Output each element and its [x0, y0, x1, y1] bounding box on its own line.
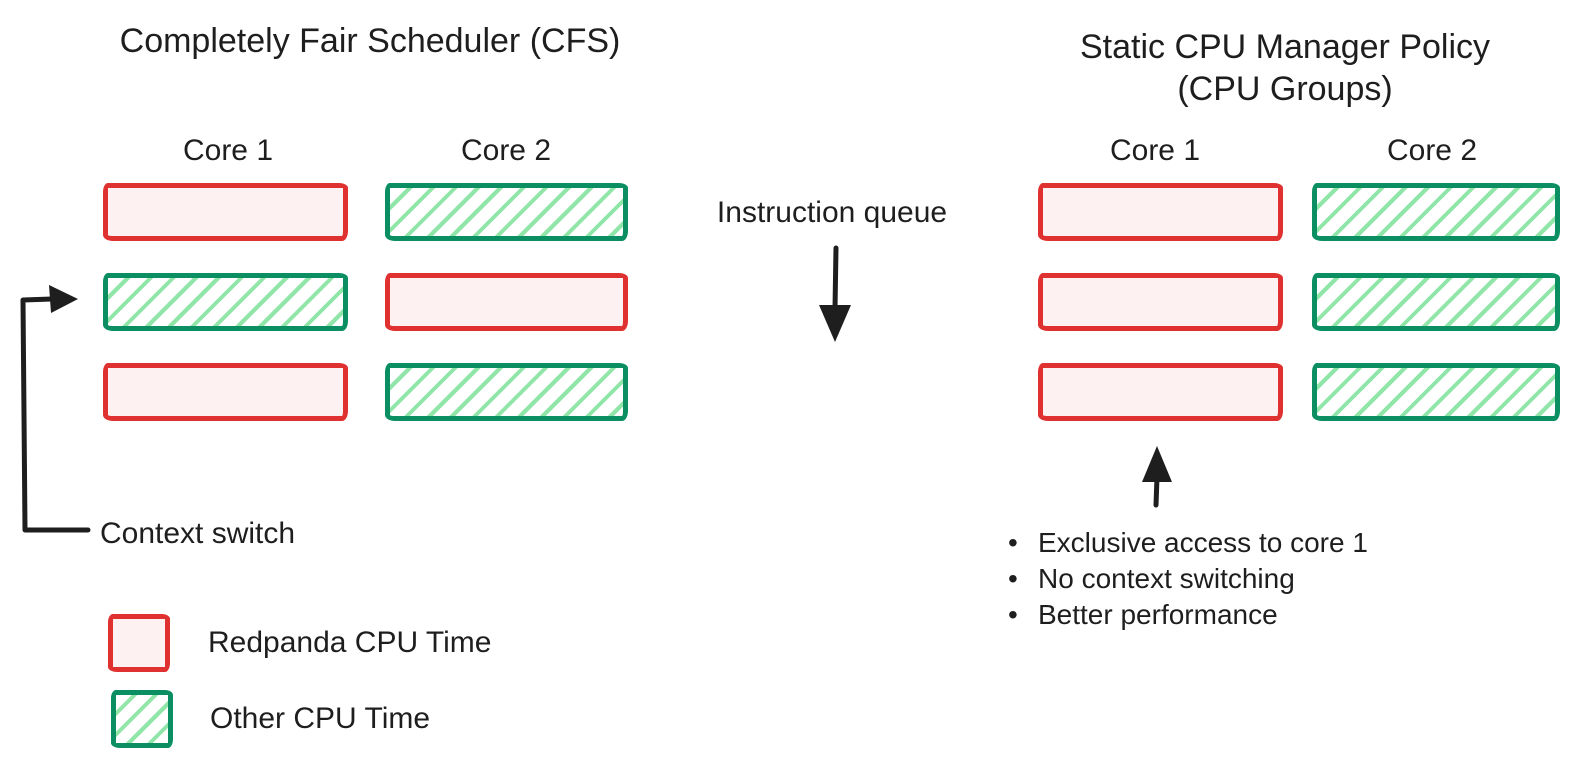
exclusive-access-arrow — [1142, 446, 1172, 508]
cfs-core1-column — [103, 183, 348, 421]
bullet-icon — [1008, 597, 1038, 633]
other-cpu-time-slot — [385, 183, 628, 241]
redpanda-cpu-time-slot — [103, 363, 348, 421]
cfs-core2-label: Core 2 — [460, 134, 552, 167]
other-swatch-icon — [111, 690, 173, 748]
redpanda-cpu-time-slot — [103, 183, 348, 241]
static-policy-title: Static CPU Manager Policy (CPU Groups) — [1035, 26, 1535, 110]
instruction-queue-arrow — [819, 245, 851, 342]
context-switch-arrow — [20, 285, 91, 533]
other-cpu-time-slot — [1312, 363, 1560, 421]
legend-redpanda-label: Redpanda CPU Time — [208, 626, 492, 659]
redpanda-cpu-time-slot — [385, 273, 628, 331]
benefit-text: Better performance — [1038, 599, 1278, 630]
redpanda-swatch-icon — [108, 614, 170, 672]
list-item: Exclusive access to core 1 — [1008, 525, 1488, 561]
static-core1-label: Core 1 — [1109, 134, 1201, 167]
redpanda-cpu-time-slot — [1038, 363, 1283, 421]
instruction-queue-label: Instruction queue — [716, 196, 948, 229]
bullet-icon — [1008, 525, 1038, 561]
list-item: No context switching — [1008, 561, 1488, 597]
benefit-text: Exclusive access to core 1 — [1038, 527, 1368, 558]
redpanda-cpu-time-slot — [1038, 183, 1283, 241]
list-item: Better performance — [1008, 597, 1488, 633]
static-core2-label: Core 2 — [1386, 134, 1478, 167]
static-policy-title-line1: Static CPU Manager Policy — [1079, 28, 1491, 66]
other-cpu-time-slot — [1312, 273, 1560, 331]
legend-item-redpanda: Redpanda CPU Time — [108, 614, 491, 672]
cfs-core1-label: Core 1 — [182, 134, 274, 167]
bullet-icon — [1008, 561, 1038, 597]
legend-item-other: Other CPU Time — [111, 690, 430, 748]
benefit-text: No context switching — [1038, 563, 1295, 594]
static-policy-benefits-list: Exclusive access to core 1 No context sw… — [1008, 525, 1488, 633]
context-switch-label: Context switch — [100, 517, 296, 550]
cfs-title: Completely Fair Scheduler (CFS) — [119, 22, 621, 60]
legend-other-label: Other CPU Time — [210, 702, 431, 735]
static-policy-title-line2: (CPU Groups) — [1177, 70, 1393, 108]
static-core2-column — [1312, 183, 1560, 421]
other-cpu-time-slot — [1312, 183, 1560, 241]
redpanda-cpu-time-slot — [1038, 273, 1283, 331]
other-cpu-time-slot — [103, 273, 348, 331]
cfs-core2-column — [385, 183, 628, 421]
other-cpu-time-slot — [385, 363, 628, 421]
static-core1-column — [1038, 183, 1283, 421]
